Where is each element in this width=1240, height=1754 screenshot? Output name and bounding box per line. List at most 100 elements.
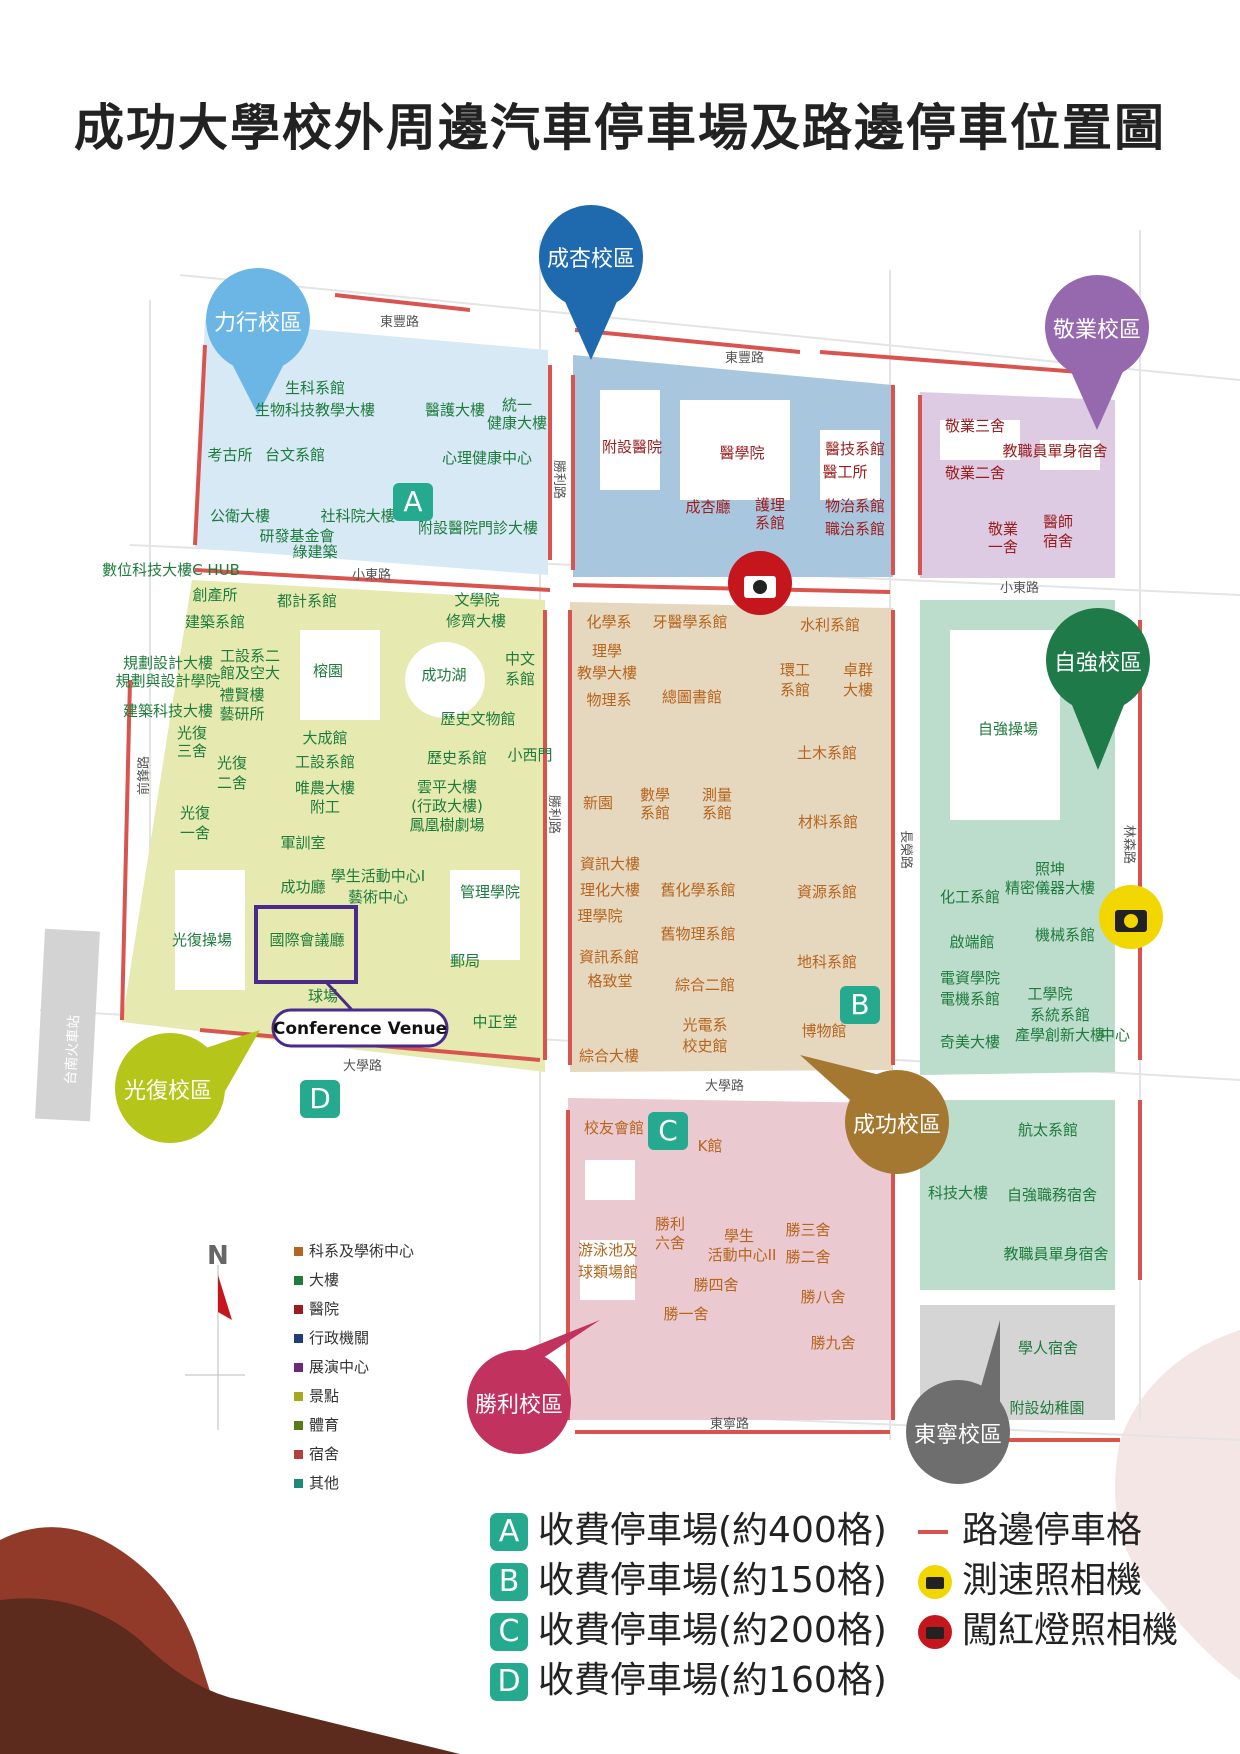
building-label: 勝四舍 bbox=[693, 1276, 738, 1294]
building-label: 照坤 bbox=[1035, 860, 1065, 878]
building-label: 中文 bbox=[505, 650, 535, 668]
building-label: 綠建築 bbox=[292, 543, 337, 561]
parking-badge-d: D bbox=[300, 1080, 340, 1118]
building-label: 藝術中心 bbox=[348, 888, 408, 906]
campus-label-lixing: 力行校區 bbox=[214, 311, 302, 336]
building-label: 都計系館 bbox=[277, 592, 337, 610]
building-label: 學生 bbox=[724, 1227, 754, 1245]
building-label: 環工 bbox=[780, 661, 810, 679]
building-label: 醫護大樓 bbox=[425, 401, 485, 419]
road-station: 台南火車站 bbox=[62, 1014, 83, 1085]
building-label: 水利系館 bbox=[800, 616, 860, 634]
building-label: 理學院 bbox=[577, 907, 622, 925]
campus-label-ziqiang: 自強校區 bbox=[1054, 651, 1142, 676]
legend-swatch-icon bbox=[294, 1305, 303, 1314]
building-label: 奇美大樓 bbox=[940, 1033, 1000, 1051]
building-label: 數位科技大樓C HUB bbox=[102, 561, 240, 579]
building-label: 系館 bbox=[702, 804, 732, 822]
building-label: 工學院 bbox=[1027, 985, 1072, 1003]
building-label: 產學創新大樓 bbox=[1015, 1026, 1105, 1044]
svg-text:B: B bbox=[850, 988, 869, 1021]
building-label: 大成館 bbox=[302, 729, 347, 747]
building-label: 光復 bbox=[180, 804, 210, 822]
building-label: 社科院大樓 bbox=[320, 507, 395, 525]
building-label: 機械系館 bbox=[1035, 926, 1095, 944]
building-label: 榕園 bbox=[313, 662, 343, 680]
road-xiaodong-left: 小東路 bbox=[352, 567, 391, 583]
building-label: 修齊大樓 bbox=[446, 612, 506, 630]
building-label: 資訊大樓 bbox=[580, 855, 640, 873]
conference-highlight bbox=[254, 905, 358, 984]
campus-label-guangfu: 光復校區 bbox=[124, 1079, 212, 1104]
road-linsen: 林森路 bbox=[1121, 825, 1137, 864]
category-legend-item: 大樓 bbox=[294, 1269, 339, 1290]
decorative-wave-2 bbox=[0, 1598, 460, 1754]
building-label: 教職員單身宿舍 bbox=[1003, 1245, 1108, 1263]
category-legend-item: 展演中心 bbox=[294, 1356, 369, 1377]
building-label: 一舍 bbox=[180, 824, 210, 842]
campus-pin-lixing bbox=[206, 268, 310, 415]
building-label: 藝研所 bbox=[219, 705, 264, 723]
legend-swatch-icon bbox=[294, 1392, 303, 1401]
building-label: 勝八舍 bbox=[800, 1288, 845, 1306]
building-label: 綜合大樓 bbox=[579, 1047, 639, 1065]
building-label: 物治系館 bbox=[825, 497, 885, 515]
building-label: 系館 bbox=[505, 670, 535, 688]
legend-swatch-icon bbox=[294, 1450, 303, 1459]
shengli-block bbox=[568, 1098, 893, 1420]
road-shengli-top: 勝利路 bbox=[551, 460, 567, 499]
legend-swatch-icon bbox=[294, 1276, 303, 1285]
building-label: 軍訓室 bbox=[280, 834, 325, 852]
building-label: 附設醫院門診大樓 bbox=[418, 519, 538, 537]
campus-label-dongning: 東寧校區 bbox=[914, 1423, 1002, 1448]
building-label: 建築科技大樓 bbox=[123, 702, 213, 720]
building-label: 醫學院 bbox=[719, 444, 764, 462]
building-label: 附設幼稚園 bbox=[1009, 1399, 1084, 1417]
building-label: 中心 bbox=[1100, 1026, 1130, 1044]
campus-pin-dongning bbox=[906, 1320, 1010, 1484]
building-label: 球場 bbox=[308, 987, 338, 1005]
building-label: 物理系 bbox=[586, 691, 631, 709]
building-label: 活動中心II bbox=[708, 1246, 777, 1264]
building-label: 舊物理系館 bbox=[660, 925, 735, 943]
parking-badge-a: A bbox=[393, 483, 433, 521]
building-label: 航太系館 bbox=[1018, 1121, 1078, 1139]
building-label: 文學院 bbox=[454, 591, 499, 609]
building-label: 唯農大樓 bbox=[295, 779, 355, 797]
conference-venue-label: Conference Venue bbox=[273, 1019, 447, 1039]
road-dongfeng-top: 東豐路 bbox=[380, 314, 419, 330]
category-legend-item: 體育 bbox=[294, 1414, 339, 1435]
building-label: 二舍 bbox=[217, 774, 247, 792]
building-label: 校友會館 bbox=[584, 1119, 644, 1137]
building-label: 格致堂 bbox=[587, 972, 632, 990]
building-label: 球類場館 bbox=[578, 1263, 638, 1281]
campus-pin-shengli bbox=[467, 1320, 600, 1454]
campus-label-chenggong: 成功校區 bbox=[853, 1113, 941, 1138]
building-label: 創產所 bbox=[192, 586, 237, 604]
chenggong-block bbox=[570, 602, 893, 1072]
legend-swatch-icon bbox=[294, 1421, 303, 1430]
building-label: 系館 bbox=[755, 514, 785, 532]
building-label: 游泳池及 bbox=[578, 1241, 638, 1259]
building-label: 總圖書館 bbox=[662, 688, 722, 706]
building-label: 學人宿舍 bbox=[1018, 1339, 1078, 1357]
parking-badge-icon: B bbox=[490, 1563, 528, 1601]
building-label: 附工 bbox=[310, 798, 340, 816]
building-label: 資訊系館 bbox=[579, 948, 639, 966]
building-label: 醫工所 bbox=[822, 463, 867, 481]
building-label: 護理 bbox=[755, 496, 785, 514]
station-block bbox=[35, 928, 100, 1122]
building-label: 博物館 bbox=[801, 1022, 846, 1040]
building-label: 電機系館 bbox=[940, 990, 1000, 1008]
building-label: 工設系館 bbox=[295, 753, 355, 771]
category-legend-item: 其他 bbox=[294, 1472, 339, 1493]
building-label: 公衛大樓 bbox=[210, 507, 270, 525]
building-label: 自強職務宿舍 bbox=[1007, 1186, 1097, 1204]
building-label: 六舍 bbox=[655, 1234, 685, 1252]
category-legend-item: 景點 bbox=[294, 1385, 339, 1406]
road-xiaodong-right: 小東路 bbox=[1000, 580, 1039, 596]
building-label: 職治系館 bbox=[825, 520, 885, 538]
road-daxue-mid: 大學路 bbox=[705, 1078, 744, 1094]
decorative-flower bbox=[1115, 1330, 1240, 1680]
